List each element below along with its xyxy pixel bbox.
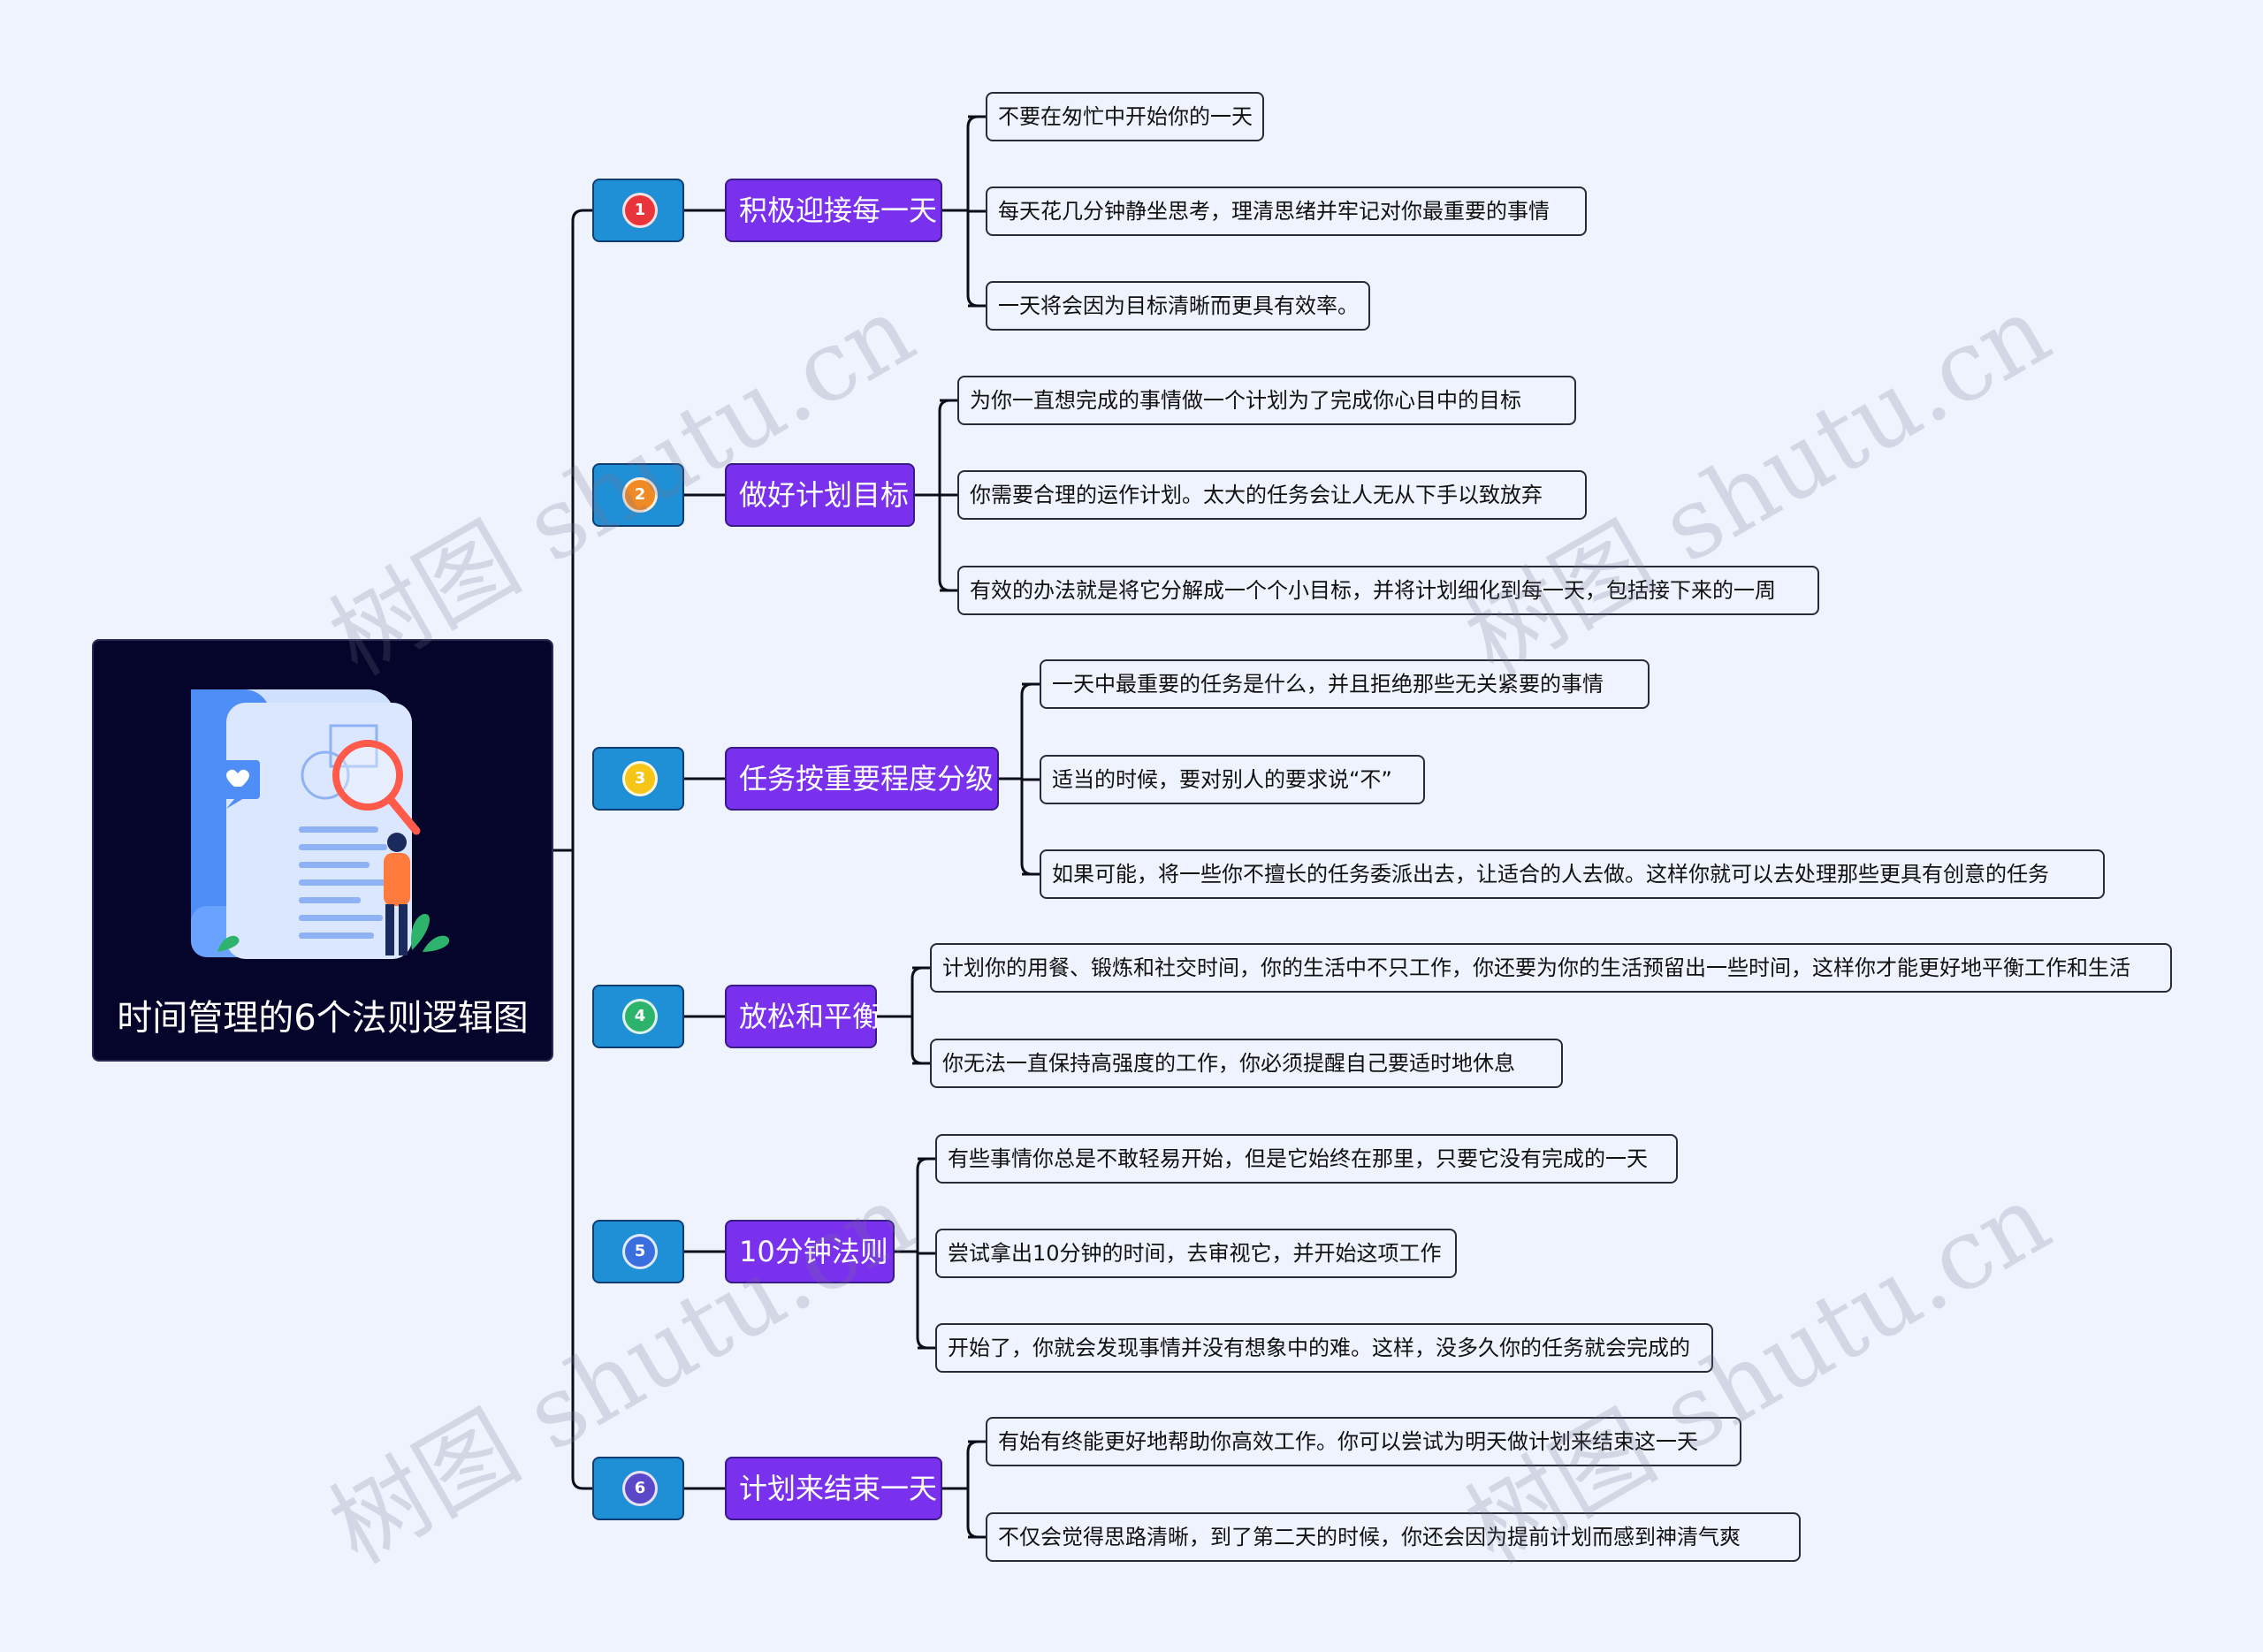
branch-topic-6[interactable]: 计划来结束一天 — [725, 1457, 942, 1520]
branch-number-badge-4[interactable]: 4 — [592, 985, 684, 1048]
connector-line — [571, 209, 592, 1490]
root-title: 时间管理的6个法则逻辑图 — [117, 998, 529, 1039]
leaf-node[interactable]: 计划你的用餐、锻炼和社交时间，你的生活中不只工作，你还要为你的生活预留出一些时间… — [930, 943, 2172, 993]
connector-line — [966, 1440, 986, 1539]
branch-number-badge-3[interactable]: 3 — [592, 747, 684, 811]
number-circle-icon: 3 — [622, 761, 658, 796]
leaf-node[interactable]: 不要在匆忙中开始你的一天 — [986, 92, 1264, 141]
branch-number-badge-6[interactable]: 6 — [592, 1457, 684, 1520]
branch-number-badge-1[interactable]: 1 — [592, 179, 684, 242]
branch-topic-4[interactable]: 放松和平衡 — [725, 985, 880, 1048]
branch-topic-5[interactable]: 10分钟法则 — [725, 1220, 895, 1283]
number-circle-icon: 2 — [622, 477, 658, 513]
leaf-node[interactable]: 开始了，你就会发现事情并没有想象中的难。这样，没多久你的任务就会完成的 — [935, 1323, 1713, 1373]
branch-number-badge-2[interactable]: 2 — [592, 463, 684, 527]
branch-topic-3[interactable]: 任务按重要程度分级 — [725, 747, 999, 811]
branch-topic-2[interactable]: 做好计划目标 — [725, 463, 915, 527]
leaf-node[interactable]: 有些事情你总是不敢轻易开始，但是它始终在那里，只要它没有完成的一天 — [935, 1134, 1678, 1184]
leaf-node[interactable]: 尝试拿出10分钟的时间，去审视它，并开始这项工作 — [935, 1229, 1457, 1278]
leaf-node[interactable]: 为你一直想完成的事情做一个计划为了完成你心目中的目标 — [957, 376, 1576, 425]
branch-number-badge-5[interactable]: 5 — [592, 1220, 684, 1283]
root-node[interactable]: 时间管理的6个法则逻辑图 — [92, 639, 553, 1062]
leaf-node[interactable]: 有效的办法就是将它分解成一个个小目标，并将计划细化到每一天，包括接下来的一周 — [957, 566, 1819, 615]
number-circle-icon: 1 — [622, 193, 658, 228]
leaf-node[interactable]: 有始有终能更好地帮助你高效工作。你可以尝试为明天做计划来结束这一天 — [986, 1417, 1741, 1466]
leaf-node[interactable]: 每天花几分钟静坐思考，理清思绪并牢记对你最重要的事情 — [986, 187, 1587, 236]
number-circle-icon: 5 — [622, 1234, 658, 1269]
leaf-node[interactable]: 你需要合理的运作计划。太大的任务会让人无从下手以致放弃 — [957, 470, 1587, 520]
branch-topic-1[interactable]: 积极迎接每一天 — [725, 179, 942, 242]
leaf-node[interactable]: 一天中最重要的任务是什么，并且拒绝那些无关紧要的事情 — [1040, 659, 1650, 709]
leaf-node[interactable]: 适当的时候，要对别人的要求说“不” — [1040, 755, 1425, 804]
leaf-node[interactable]: 不仅会觉得思路清晰，到了第二天的时候，你还会因为提前计划而感到神清气爽 — [986, 1512, 1801, 1562]
leaf-node[interactable]: 一天将会因为目标清晰而更具有效率。 — [986, 281, 1370, 331]
leaf-node[interactable]: 如果可能，将一些你不擅长的任务委派出去，让适合的人去做。这样你就可以去处理那些更… — [1040, 849, 2105, 899]
number-circle-icon: 6 — [622, 1471, 658, 1506]
leaf-node[interactable]: 你无法一直保持高强度的工作，你必须提醒自己要适时地休息 — [930, 1039, 1563, 1088]
document-search-illustration — [191, 689, 450, 959]
number-circle-icon: 4 — [622, 999, 658, 1034]
connector-line — [911, 966, 930, 1065]
